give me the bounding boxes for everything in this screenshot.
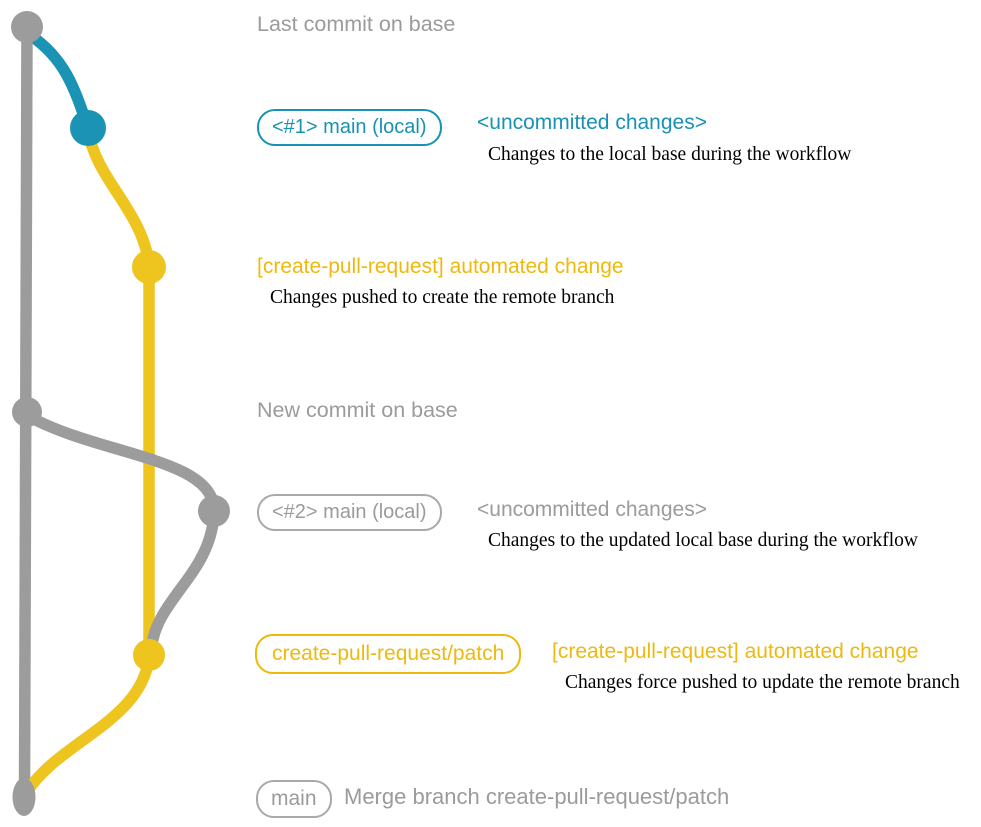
- branch-badge-create-pull-request-patch: create-pull-request/patch: [255, 634, 522, 675]
- description-uncommitted-changes-1: Changes to the local base during the wor…: [488, 144, 852, 165]
- label-new-commit-on-base: New commit on base: [257, 398, 458, 422]
- branch-badge-main: main: [256, 780, 332, 819]
- heading-automated-change-1: [create-pull-request] automated change: [257, 255, 624, 278]
- branch-curve-merge: [21, 652, 155, 798]
- description-uncommitted-changes-2: Changes to the updated local base during…: [488, 530, 918, 551]
- description-automated-change-2: Changes force pushed to update the remot…: [565, 672, 960, 693]
- heading-uncommitted-changes-2: <uncommitted changes>: [477, 498, 707, 521]
- branch-curve-main-local-2: [24, 411, 220, 515]
- branch-curve-force-push: [145, 507, 220, 656]
- commit-node-merge: [12, 778, 36, 816]
- commit-node-uncommitted-2: [198, 495, 230, 527]
- branch-badge-main-local-2: <#2> main (local): [257, 494, 442, 531]
- description-automated-change-1: Changes pushed to create the remote bran…: [270, 287, 615, 308]
- heading-automated-change-2: [create-pull-request] automated change: [552, 640, 919, 663]
- commit-node-last-on-base: [11, 11, 43, 43]
- heading-uncommitted-changes-1: <uncommitted changes>: [477, 111, 707, 134]
- commit-node-new-on-base: [12, 397, 42, 427]
- commit-node-automated-2: [133, 639, 165, 671]
- branch-curve-push-to-remote: [82, 124, 155, 270]
- label-last-commit-on-base: Last commit on base: [257, 12, 456, 36]
- branch-badge-main-local-1: <#1> main (local): [257, 109, 442, 146]
- commit-node-uncommitted-1: [70, 110, 106, 146]
- commit-node-automated-1: [132, 250, 166, 284]
- heading-merge-commit: Merge branch create-pull-request/patch: [344, 784, 730, 809]
